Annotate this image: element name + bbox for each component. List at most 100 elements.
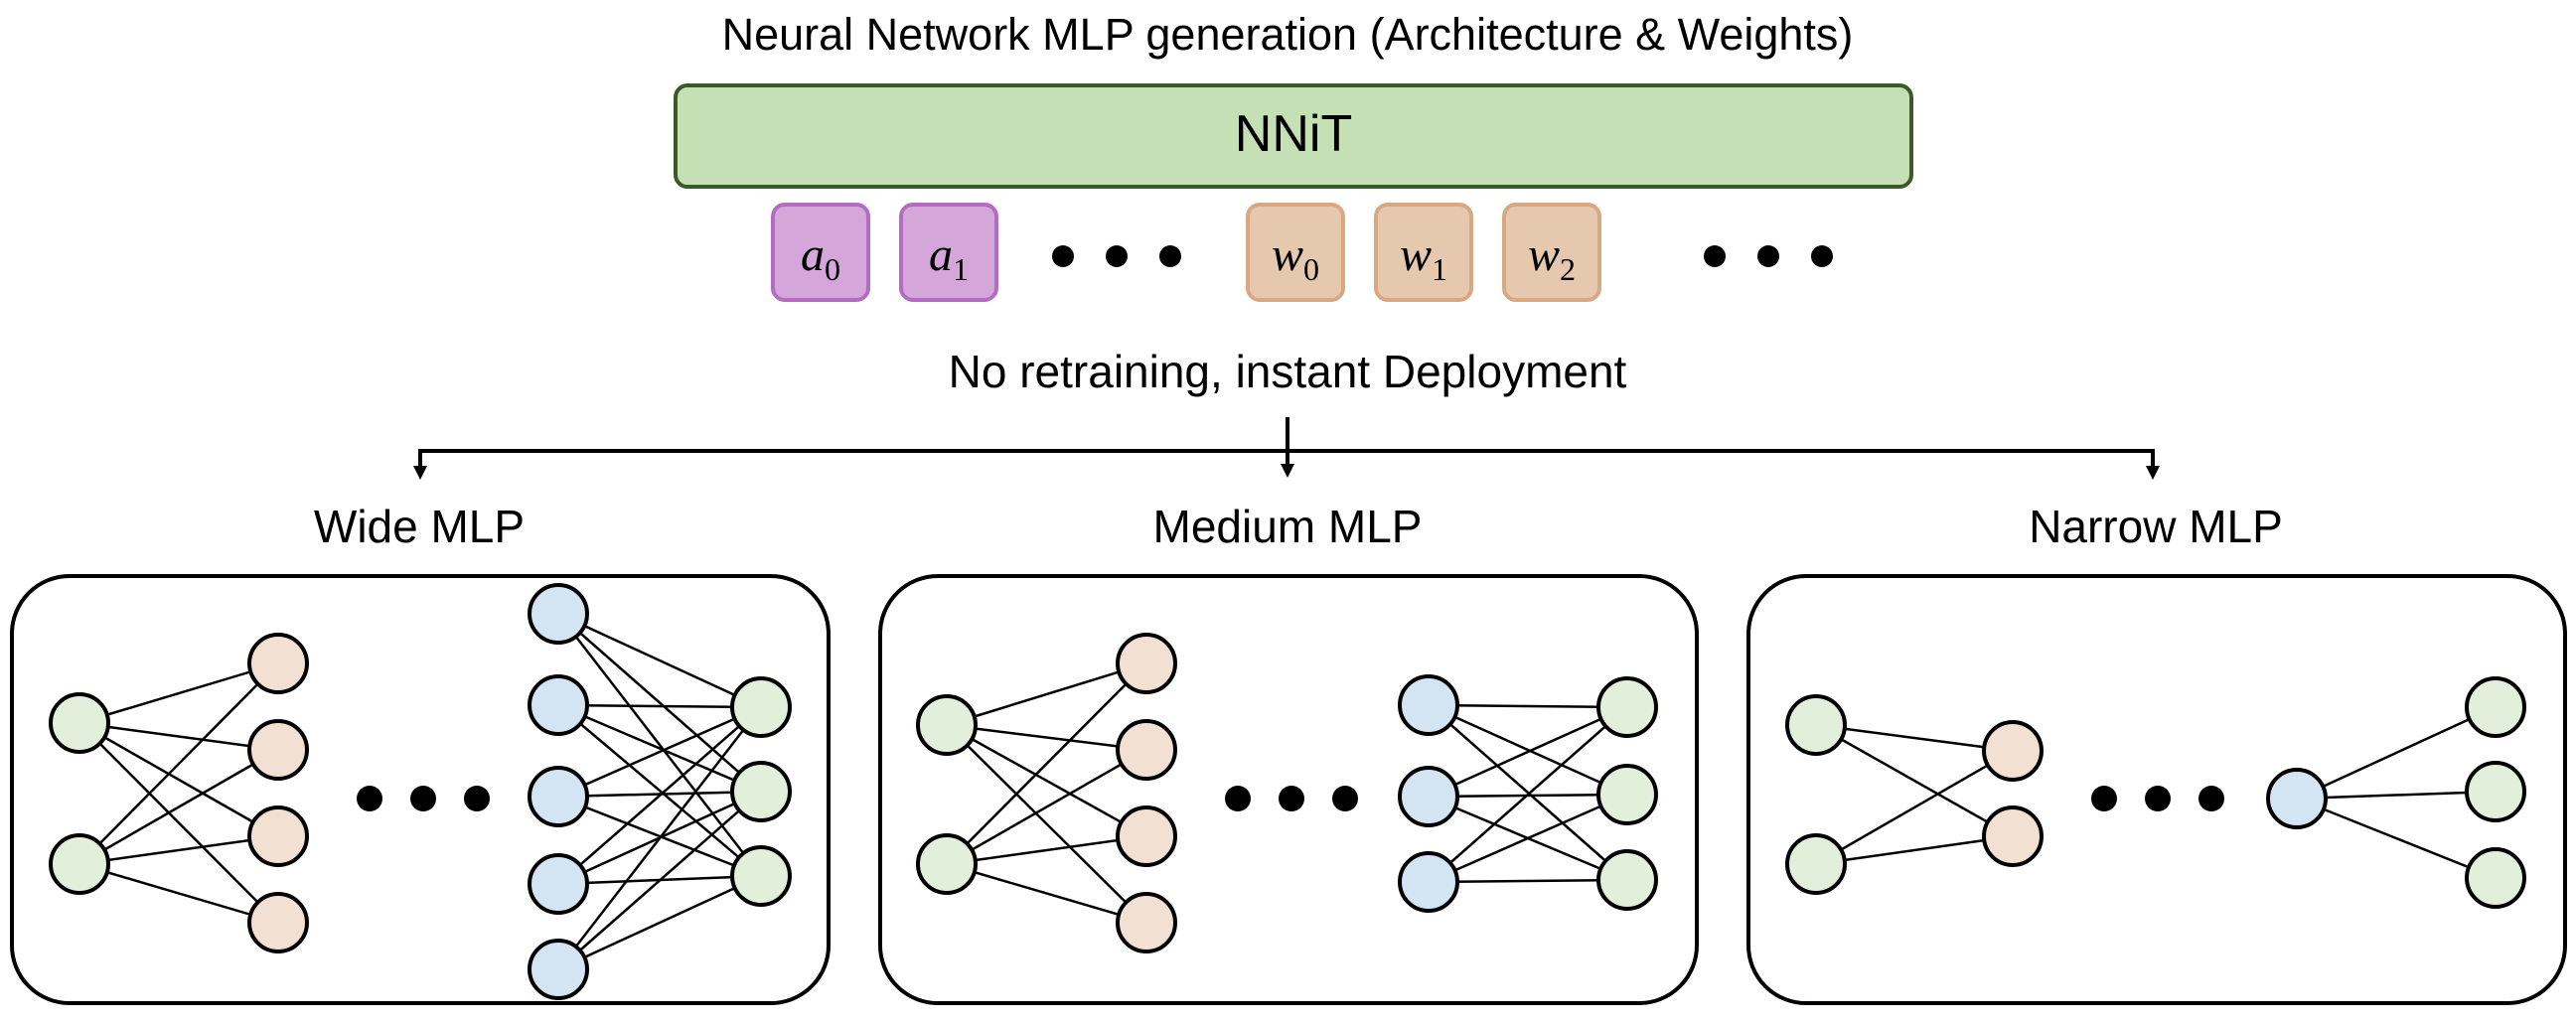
- nnit-model-box: [674, 83, 1913, 189]
- edge: [78, 862, 279, 925]
- dot: [2091, 786, 2117, 811]
- edge: [946, 724, 1147, 924]
- token-text: w1: [1400, 228, 1447, 287]
- hidden-node: [1116, 805, 1177, 867]
- edge: [1815, 723, 2014, 753]
- input-node: [49, 692, 110, 754]
- token-box: [771, 203, 870, 302]
- ellipsis-dots: [2091, 786, 2224, 811]
- edge: [78, 721, 279, 838]
- narrow-mlp-label: Narrow MLP: [2029, 501, 2283, 552]
- edge: [946, 723, 1147, 752]
- dot: [1757, 245, 1779, 267]
- medium-mlp-network: [916, 633, 1658, 953]
- edge: [1428, 703, 1628, 797]
- hidden-node: [528, 674, 589, 736]
- edge: [557, 613, 762, 877]
- hidden-node: [528, 583, 589, 645]
- dot: [357, 786, 382, 811]
- edge: [78, 662, 279, 865]
- token-box: [1502, 203, 1601, 302]
- token-box: [1374, 203, 1473, 302]
- ellipsis-dots: [1052, 245, 1181, 267]
- hidden-node: [1398, 674, 1459, 736]
- token-a1: a1: [899, 203, 998, 302]
- edge: [557, 706, 762, 970]
- medium-mlp-label: Medium MLP: [1153, 501, 1423, 552]
- dot: [2198, 786, 2224, 811]
- dot: [1225, 786, 1251, 811]
- edge: [2296, 705, 2497, 801]
- dot: [1811, 245, 1833, 267]
- input-node: [1785, 694, 1847, 756]
- edges: [78, 612, 762, 971]
- output-node: [1596, 849, 1658, 911]
- hidden-node: [1982, 805, 2044, 867]
- output-node: [1596, 676, 1658, 738]
- ellipsis-dots: [1225, 786, 1358, 811]
- edge: [78, 661, 279, 725]
- output-node: [2465, 847, 2526, 909]
- hidden-node: [1398, 851, 1459, 913]
- hidden-node: [528, 939, 589, 1000]
- edge: [946, 662, 1147, 865]
- dot: [1052, 245, 1074, 267]
- dot: [1279, 786, 1304, 811]
- hidden-node: [247, 805, 309, 867]
- token-w1: w1: [1374, 203, 1473, 302]
- token-a0: a0: [771, 203, 870, 302]
- edge: [78, 721, 279, 752]
- edge: [557, 613, 762, 793]
- token-text: a1: [929, 228, 969, 287]
- edge: [1428, 878, 1628, 884]
- edge: [2296, 790, 2497, 801]
- hidden-node: [2266, 768, 2328, 829]
- hidden-node: [1982, 720, 2044, 782]
- edge: [1815, 834, 2014, 866]
- edge: [557, 706, 762, 885]
- input-node: [916, 833, 978, 895]
- edge: [78, 834, 279, 866]
- hidden-node: [247, 719, 309, 781]
- edge: [1428, 703, 1628, 709]
- wide-mlp-network: [49, 583, 792, 1000]
- edge: [557, 705, 762, 799]
- edge: [557, 703, 762, 794]
- output-node: [730, 761, 792, 822]
- edge: [1428, 704, 1628, 881]
- token-w2: w2: [1502, 203, 1601, 302]
- token-text: w0: [1272, 228, 1319, 287]
- token-text: w2: [1528, 228, 1576, 287]
- dot: [464, 786, 490, 811]
- hidden-node: [1398, 766, 1459, 827]
- mlp-networks: [49, 583, 2526, 1000]
- input-node: [49, 833, 110, 895]
- ellipsis-dots: [357, 786, 490, 811]
- dot: [410, 786, 436, 811]
- dot: [1332, 786, 1358, 811]
- edge: [946, 661, 1147, 727]
- deployment-label: No retraining, instant Deployment: [949, 346, 1627, 397]
- edge: [1815, 723, 2014, 838]
- edge: [946, 748, 1147, 866]
- edge: [2296, 797, 2497, 880]
- hidden-node: [247, 892, 309, 953]
- hidden-node: [1116, 892, 1177, 953]
- input-node: [1785, 833, 1847, 895]
- token-text: a0: [801, 228, 840, 287]
- narrow-mlp-network: [1785, 676, 2526, 909]
- token-box: [1246, 203, 1345, 302]
- edge: [78, 722, 279, 924]
- edge: [557, 874, 762, 971]
- wide-mlp-label: Wide MLP: [314, 501, 525, 552]
- edge: [557, 791, 762, 970]
- edge: [946, 862, 1147, 925]
- input-node: [916, 694, 978, 756]
- output-node: [1596, 764, 1658, 825]
- edge: [557, 612, 762, 709]
- token-sequence: a0 a1 w0 w1 w2: [771, 203, 1833, 302]
- branch-arrows: [413, 417, 2160, 480]
- dot: [1704, 245, 1726, 267]
- dot: [1106, 245, 1128, 267]
